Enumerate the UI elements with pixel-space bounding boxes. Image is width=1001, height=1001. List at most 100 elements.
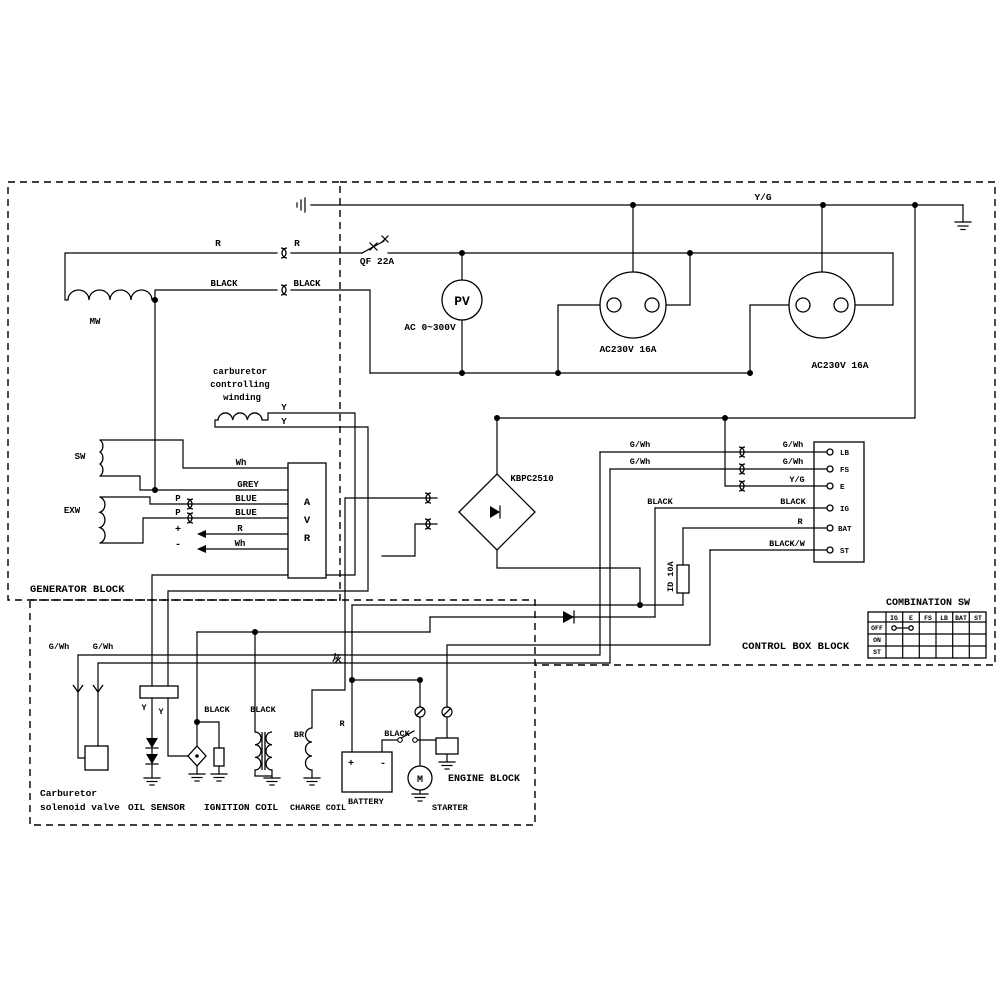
wire-label-gwh-mid2: G/Wh <box>630 457 650 467</box>
outlet2-label: AC230V 16A <box>811 360 868 371</box>
excitation-winding-coil <box>97 496 106 544</box>
plug-label-p2: P <box>175 508 181 518</box>
table-col-lb: LB <box>940 615 948 622</box>
eng-wire-gwh2: G/Wh <box>93 642 113 652</box>
battery-minus: - <box>380 759 386 770</box>
outlet-1 <box>599 271 667 339</box>
eng-wire-black1: BLACK <box>204 705 230 715</box>
wire-label-y2: Y <box>281 417 287 427</box>
connector-icon <box>738 480 746 492</box>
eng-wire-gwh1: G/Wh <box>49 642 69 652</box>
ground-icon <box>438 761 456 770</box>
eng-wire-grey-cn: 灰 <box>332 652 342 666</box>
wire-label-r2: R <box>294 238 300 249</box>
terminal-st: ST <box>840 548 850 556</box>
table-col-fs: FS <box>924 615 932 622</box>
wire-label-grey: GREY <box>237 480 259 490</box>
wire-label-y1: Y <box>281 403 287 413</box>
connector-icon <box>186 498 194 510</box>
avr-letter-v: V <box>304 515 311 527</box>
charge-coil-winding <box>304 727 313 771</box>
junction-dots <box>152 202 918 725</box>
labels: Y/G R R QF 22A P V AC 0~300V AC230V 16A A… <box>30 192 982 813</box>
wire-label-yg-top: Y/G <box>754 192 771 203</box>
starter-relay <box>435 737 459 755</box>
starter-label: STARTER <box>432 803 469 813</box>
terminal-block <box>813 441 865 563</box>
combination-sw-title: COMBINATION SW <box>886 598 970 609</box>
terminal-e: E <box>840 484 845 492</box>
carburetor-label-1: Carburetor <box>40 788 97 799</box>
fuse-label: ID 10A <box>666 560 676 592</box>
table-col-e: E <box>909 615 913 622</box>
ignition-secondary-coil <box>265 731 273 771</box>
switch-contact-icon <box>397 737 418 743</box>
plug-arrow-icon <box>92 684 104 694</box>
table-col-ig: IG <box>890 615 898 622</box>
carburetor-label-2: solenoid valve <box>40 802 120 813</box>
avr-letter-r: R <box>304 533 311 545</box>
wire-label-r-avr: R <box>237 524 243 534</box>
carburetor-solenoid-valve <box>84 745 109 771</box>
voltmeter-range-label: AC 0~300V <box>404 322 456 333</box>
breaker-label: QF 22A <box>360 256 395 267</box>
carb-winding-label-2: controlling <box>210 380 269 390</box>
avr-letter-a: A <box>304 497 311 509</box>
resistor <box>213 747 225 767</box>
ground-icon <box>296 197 306 213</box>
avr-box <box>287 462 327 579</box>
eng-wire-r: R <box>339 719 345 729</box>
ground-icon <box>188 773 206 782</box>
breaker-contact-icon <box>369 235 389 251</box>
ground-icon <box>303 777 321 786</box>
ground-icon <box>411 793 429 802</box>
wire-label-r: R <box>215 238 221 249</box>
table-col-bat: BAT <box>955 615 967 622</box>
terminal-lb: LB <box>840 450 850 458</box>
starter-motor <box>407 765 433 791</box>
eng-wire-black3: BLACK <box>384 729 410 739</box>
generator-block-title: GENERATOR BLOCK <box>30 584 125 596</box>
inline-connectors <box>72 247 746 743</box>
wire-label-wh: Wh <box>236 458 247 468</box>
bullet-connector-icon <box>414 706 453 718</box>
eng-wire-black2: BLACK <box>250 705 276 715</box>
windings <box>67 289 313 771</box>
connector-icon <box>738 446 746 458</box>
connector-icon <box>280 247 288 259</box>
ground-icon <box>954 221 972 231</box>
wire-label-black: BLACK <box>210 279 238 289</box>
oil-sensor-diodes <box>145 738 159 765</box>
table-row-on: ON <box>873 637 881 644</box>
battery-label: BATTERY <box>348 797 385 807</box>
connector-icon <box>424 492 432 504</box>
outlet1-label: AC230V 16A <box>599 344 656 355</box>
mid-diode-icon <box>563 610 575 624</box>
plug-label-p1: P <box>175 494 181 504</box>
wire-label-gwh-mid1: G/Wh <box>630 440 650 450</box>
terminal-wire-black: BLACK <box>780 497 806 507</box>
sub-winding-label: SW <box>75 452 86 462</box>
main-winding-label: MW <box>90 317 101 327</box>
eng-wire-y2: Y <box>158 707 164 717</box>
table-row-off: OFF <box>871 625 883 632</box>
engine-block-title: ENGINE BLOCK <box>448 774 520 785</box>
ground-symbols <box>143 197 972 802</box>
table-col-st: ST <box>974 615 982 622</box>
combination-switch-table <box>867 611 987 659</box>
ignition-coil-label: IGNITION COIL <box>204 802 278 813</box>
wire-label-wh2: Wh <box>235 539 246 549</box>
oil-sensor-unit <box>187 745 207 767</box>
rectifier-label: KBPC2510 <box>510 474 553 484</box>
fuse <box>676 564 690 594</box>
terminal-wire-gwh1: G/Wh <box>783 440 803 450</box>
carbur-control-winding-coil <box>217 412 263 421</box>
outlet-2 <box>788 271 856 339</box>
starter-motor-letter: M <box>417 775 423 786</box>
eng-wire-y1: Y <box>141 703 147 713</box>
control-box-border <box>340 181 996 666</box>
ground-icon <box>263 777 281 786</box>
avr-arrow-icon <box>197 530 206 553</box>
ignition-primary-coil <box>254 731 262 771</box>
